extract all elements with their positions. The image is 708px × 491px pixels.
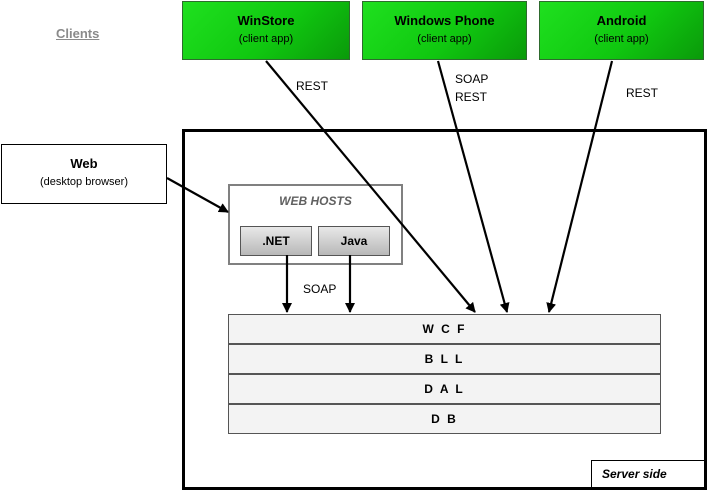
client-title: WinStore: [237, 13, 295, 28]
client-android: Android (client app): [539, 1, 704, 60]
layer-db: D B: [228, 404, 661, 434]
client-windows-phone: Windows Phone (client app): [362, 1, 527, 60]
clients-label: Clients: [56, 26, 100, 41]
layer-wcf: W C F: [228, 314, 661, 344]
edge-label-windows-phone-1: SOAP: [455, 72, 489, 86]
web-hosts-title: WEB HOSTS: [279, 194, 352, 208]
edge-label-winstore: REST: [296, 79, 329, 93]
edge-web-to-hosts: [166, 177, 229, 213]
edge-label-hosts-to-wcf: SOAP: [303, 282, 337, 296]
edge-label-android: REST: [626, 86, 659, 100]
client-subtitle: (client app): [238, 33, 294, 45]
layer-dal: D A L: [228, 374, 661, 404]
server-side-label: Server side: [591, 460, 707, 490]
client-subtitle: (client app): [594, 33, 649, 45]
host-dotnet: .NET: [240, 226, 312, 256]
client-title: Windows Phone: [394, 13, 495, 28]
client-web: Web (desktop browser): [1, 144, 167, 204]
client-title: Web: [70, 156, 98, 171]
host-java: Java: [318, 226, 390, 256]
client-title: Android: [596, 13, 647, 28]
edge-winstore-to-wcf: [265, 60, 476, 313]
web-hosts-box: WEB HOSTS .NET Java: [228, 184, 403, 265]
edge-windows-phone-to-wcf: [436, 60, 510, 313]
layer-bll: B L L: [228, 344, 661, 374]
edge-android-to-wcf: [546, 60, 614, 313]
client-subtitle: (desktop browser): [39, 176, 129, 188]
client-winstore: WinStore (client app): [182, 1, 350, 60]
edge-label-windows-phone-2: REST: [455, 90, 488, 104]
client-subtitle: (client app): [417, 33, 472, 45]
